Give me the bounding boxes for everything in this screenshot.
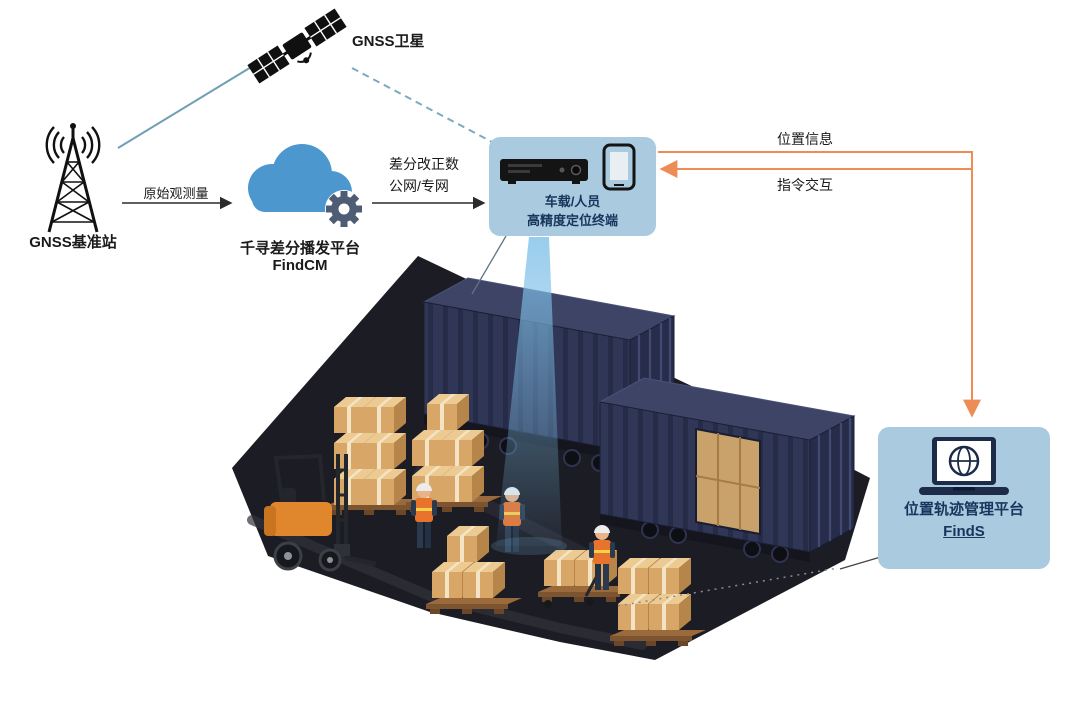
management-platform-subtitle: FindS: [943, 522, 985, 540]
management-platform-title: 位置轨迹管理平台: [903, 501, 1024, 518]
terminal-label-line2: 高精度定位终端: [526, 212, 618, 228]
laptop-globe-icon: [919, 437, 1009, 495]
forklift-icon: [264, 453, 377, 572]
positioning-beam: [491, 237, 567, 555]
link-satellite-terminal: [351, 67, 495, 144]
open-door-cargo: [695, 427, 761, 536]
correction-label-line2: 公网/专网: [389, 178, 449, 194]
receiver-icon: [499, 159, 588, 184]
cloud-icon: [248, 144, 363, 228]
terminal-icons: [499, 143, 635, 191]
arrow-position-info: [658, 151, 981, 418]
satellite-icon: [247, 8, 347, 84]
satellite-label: GNSS卫星: [352, 33, 425, 50]
gear-icon: [326, 191, 362, 227]
command-interaction-label: 指令交互: [777, 177, 833, 193]
terminal-callout-tail: [471, 235, 507, 295]
terminal-label-line1: 车载/人员: [544, 194, 601, 209]
correction-label-line1: 差分改正数: [389, 156, 459, 172]
position-info-label: 位置信息: [777, 131, 833, 147]
link-basestation-satellite: [117, 57, 267, 149]
smartphone-icon: [602, 143, 635, 191]
base-station-label: GNSS基准站: [29, 234, 117, 251]
terminal-panel: 车载/人员 高精度定位终端: [489, 137, 656, 236]
container-b: [598, 377, 856, 563]
signal-waves-icon: [45, 126, 101, 164]
base-station-icon: [45, 123, 101, 233]
management-platform-panel: 位置轨迹管理平台 FindS: [878, 427, 1050, 569]
finds-callout-tail: [839, 555, 885, 570]
cloud-platform-subtitle: FindCM: [272, 257, 328, 274]
raw-observation-label: 原始观测量: [143, 186, 209, 201]
warehouse-scene: [232, 237, 870, 660]
cloud-platform-title: 千寻差分播发平台: [239, 240, 360, 257]
